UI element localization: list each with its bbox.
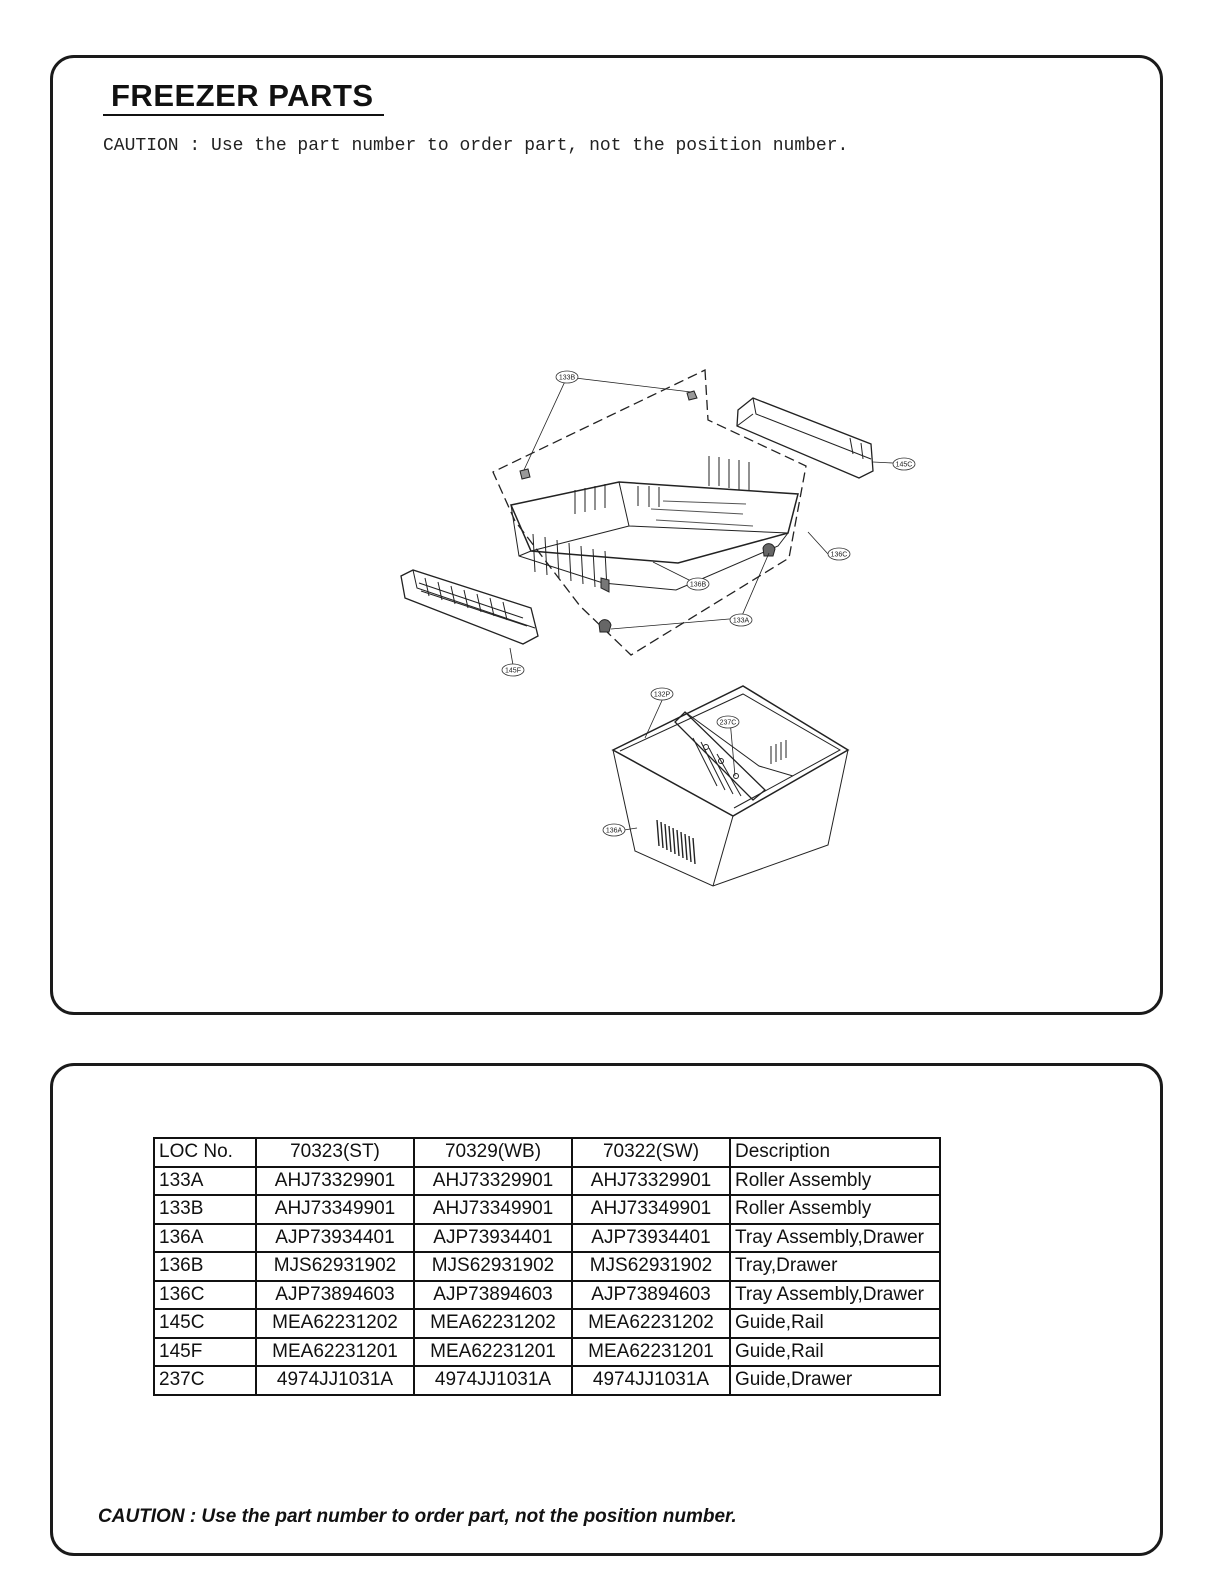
table-cell: 136B (153, 1251, 257, 1282)
table-cell: 4974JJ1031A (255, 1365, 415, 1396)
table-header-cell: 70329(WB) (413, 1137, 573, 1168)
diagram-panel: FREEZER PARTS CAUTION : Use the part num… (50, 55, 1163, 1015)
callout-label: 237C (716, 715, 740, 729)
table-cell: MEA62231202 (571, 1308, 731, 1339)
table-cell: Guide,Rail (729, 1308, 941, 1339)
callout-text: 237C (720, 720, 737, 727)
table-cell: 136C (153, 1279, 257, 1310)
callout-text: 133B (559, 375, 576, 382)
callout-text: 136A (606, 828, 623, 835)
table-cell: AHJ73349901 (413, 1194, 573, 1225)
table-cell: AHJ73349901 (571, 1194, 731, 1225)
callout-text: 136C (831, 552, 848, 559)
table-cell: MEA62231201 (255, 1336, 415, 1367)
table-cell: 4974JJ1031A (571, 1365, 731, 1396)
callout-label: 133A (729, 613, 753, 627)
callout-label: 145F (501, 663, 525, 677)
page-title: FREEZER PARTS (103, 78, 384, 116)
caution-note-bottom: CAUTION : Use the part number to order p… (98, 1506, 737, 1527)
table-cell: AJP73894603 (413, 1279, 573, 1310)
rail-guide-145c (736, 397, 874, 479)
divider-guide-237c (674, 711, 794, 801)
table-cell: AJP73934401 (571, 1222, 731, 1253)
callout-text: 132P (654, 692, 671, 699)
assembly-boundary (492, 368, 807, 656)
table-header-cell: Description (729, 1137, 941, 1168)
callout-label: 136C (827, 547, 851, 561)
table-cell: 145C (153, 1308, 257, 1339)
callout-text: 136B (690, 582, 707, 589)
callout-text: 133A (733, 618, 750, 625)
table-cell: Tray Assembly,Drawer (729, 1279, 941, 1310)
table-cell: MJS62931902 (255, 1251, 415, 1282)
table-header-cell: 70323(ST) (255, 1137, 415, 1168)
drawer-tray-136b (509, 456, 799, 593)
table-cell: AHJ73329901 (255, 1165, 415, 1196)
callout-label: 136A (602, 823, 626, 837)
exploded-parts-diagram: 133B 145C 136C 136B 133A 145F 132P 237C 136A (400, 368, 916, 887)
callout-label: 145C (892, 457, 916, 471)
table-header-cell: 70322(SW) (571, 1137, 731, 1168)
callout-label: 136B (686, 577, 710, 591)
table-cell: AJP73934401 (255, 1222, 415, 1253)
parts-list-table: LOC No.70323(ST)70329(WB)70322(SW)Descri… (153, 1137, 941, 1396)
table-cell: 133A (153, 1165, 257, 1196)
table-cell: 145F (153, 1336, 257, 1367)
parts-table-panel: LOC No.70323(ST)70329(WB)70322(SW)Descri… (50, 1063, 1163, 1556)
table-cell: 136A (153, 1222, 257, 1253)
table-cell: Roller Assembly (729, 1165, 941, 1196)
table-cell: 237C (153, 1365, 257, 1396)
callout-text: 145F (505, 668, 521, 675)
table-cell: MJS62931902 (413, 1251, 573, 1282)
table-cell: AJP73894603 (571, 1279, 731, 1310)
table-cell: Tray Assembly,Drawer (729, 1222, 941, 1253)
table-cell: MEA62231201 (571, 1336, 731, 1367)
caution-note-top: CAUTION : Use the part number to order p… (103, 136, 849, 156)
table-header-cell: LOC No. (153, 1137, 257, 1168)
table-cell: 133B (153, 1194, 257, 1225)
roller-133b-left (519, 468, 531, 480)
table-cell: AHJ73349901 (255, 1194, 415, 1225)
table-cell: AJP73934401 (413, 1222, 573, 1253)
table-cell: Tray,Drawer (729, 1251, 941, 1282)
table-cell: AHJ73329901 (571, 1165, 731, 1196)
table-cell: AHJ73329901 (413, 1165, 573, 1196)
callout-label: 132P (650, 687, 674, 701)
table-cell: Guide,Drawer (729, 1365, 941, 1396)
table-cell: 4974JJ1031A (413, 1365, 573, 1396)
basket-136a (611, 685, 850, 887)
table-cell: MEA62231202 (255, 1308, 415, 1339)
rail-guide-145f (400, 569, 539, 645)
callout-label: 133B (555, 370, 579, 384)
roller-133a-right (762, 543, 776, 557)
roller-133a-left (598, 619, 612, 633)
table-cell: MJS62931902 (571, 1251, 731, 1282)
table-cell: Roller Assembly (729, 1194, 941, 1225)
table-cell: MEA62231201 (413, 1336, 573, 1367)
roller-133b-right (686, 390, 698, 401)
table-cell: AJP73894603 (255, 1279, 415, 1310)
table-cell: Guide,Rail (729, 1336, 941, 1367)
callout-text: 145C (896, 462, 913, 469)
table-cell: MEA62231202 (413, 1308, 573, 1339)
table-header-row: LOC No.70323(ST)70329(WB)70322(SW)Descri… (153, 1137, 941, 1168)
